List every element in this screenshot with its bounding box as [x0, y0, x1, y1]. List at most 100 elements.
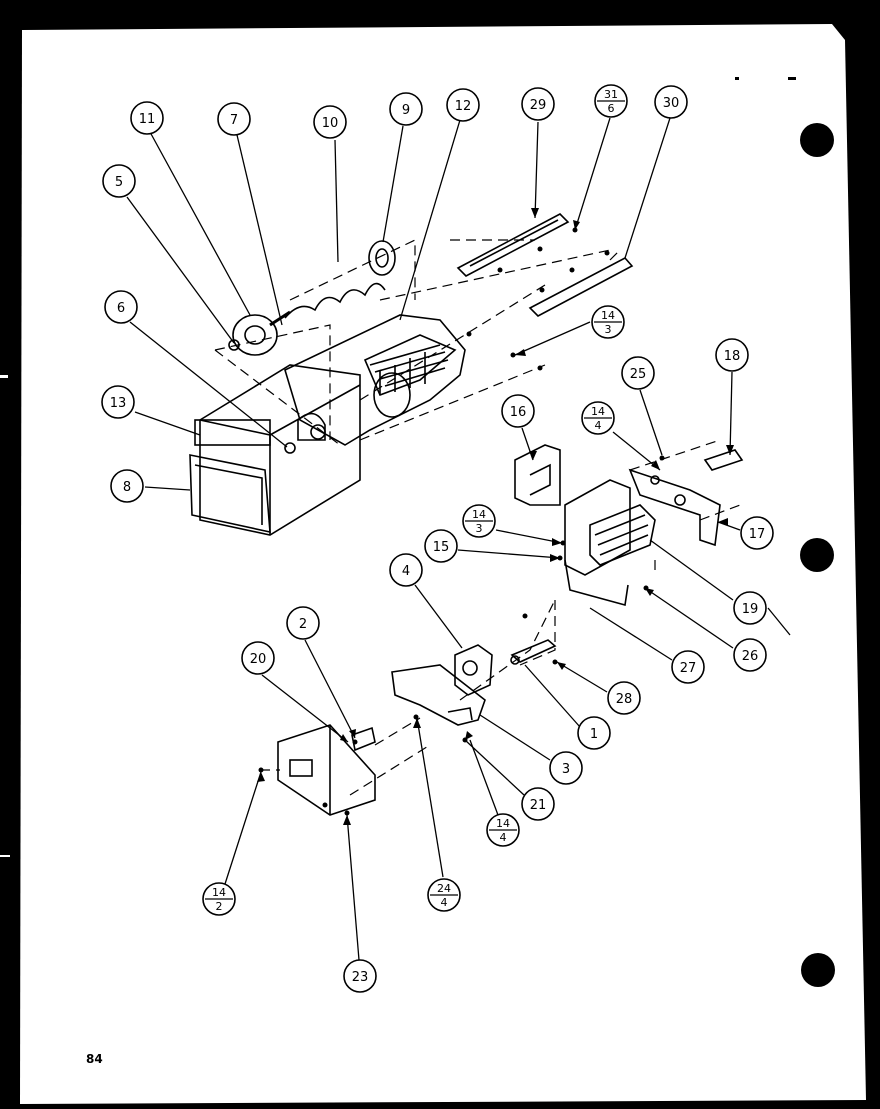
leader-line: [644, 587, 734, 649]
leader-line: [129, 321, 288, 448]
callout-label: 4: [402, 564, 410, 579]
leader-line: [334, 139, 339, 263]
arrow-head: [573, 220, 580, 230]
screw: [322, 802, 328, 808]
mount-hole: [650, 475, 660, 485]
screw: [344, 810, 350, 816]
screw: [552, 659, 558, 665]
binder-hole: [800, 123, 834, 157]
leader-line: [236, 134, 283, 326]
scan-mark: [0, 855, 10, 857]
callout-c26: 26: [733, 638, 767, 672]
assembly-guide: [214, 349, 341, 446]
motor-hub: [462, 660, 478, 676]
fraction-top: 14: [472, 508, 486, 521]
assembly-guide: [629, 439, 721, 471]
ice-bin-edge: [269, 384, 361, 436]
auger-spring: [284, 282, 386, 319]
callout-c11: 11: [130, 101, 164, 135]
fraction-top: 14: [496, 817, 510, 830]
arrow-head: [529, 451, 537, 460]
fraction-bottom: 3: [605, 323, 612, 336]
screw: [522, 613, 528, 619]
leader-line: [556, 661, 608, 693]
fraction-bottom: 4: [595, 419, 602, 432]
leader-line: [624, 117, 671, 259]
screw: [497, 267, 503, 273]
callout-c13: 13: [101, 385, 135, 419]
binder-hole: [801, 953, 835, 987]
screw: [604, 250, 610, 256]
leader-line: [729, 371, 733, 456]
assembly-guide: [379, 249, 611, 301]
shut-off-arm: [564, 559, 629, 607]
callout-label: 5: [115, 175, 123, 190]
leader-line: [134, 411, 201, 436]
chute-opening: [373, 372, 411, 418]
arrow-head: [645, 588, 654, 596]
callout-c17: 17: [740, 516, 774, 550]
callout-c2: 2: [286, 606, 320, 640]
screw: [537, 246, 543, 252]
leader-line: [649, 539, 734, 601]
callout-label: 11: [139, 112, 156, 127]
mold-ribs: [594, 514, 649, 556]
callout-c18: 18: [715, 338, 749, 372]
leader-line: [469, 739, 499, 816]
leader-arrows: [257, 208, 734, 825]
callout-label: 12: [455, 99, 472, 114]
fraction-callout-24-4: 24 4: [427, 878, 461, 912]
fraction-top: 14: [591, 405, 605, 418]
fraction-callout-14-3-mid: 14 3: [462, 504, 496, 538]
auger-housing: [284, 314, 466, 446]
callout-c27: 27: [671, 650, 705, 684]
arrow-head: [531, 208, 539, 218]
leader-line: [414, 584, 463, 649]
leader-line: [346, 814, 360, 961]
leader-line: [464, 739, 525, 796]
callout-c21: 21: [521, 787, 555, 821]
arrow-head: [340, 734, 348, 742]
callout-label: 21: [530, 798, 547, 813]
leader-line: [534, 121, 539, 219]
assembly-guide: [359, 284, 546, 401]
leader-line: [767, 607, 791, 636]
callout-label: 16: [510, 405, 527, 420]
drive-wheel: [232, 314, 278, 356]
screw: [539, 287, 545, 293]
drive-hub: [244, 325, 266, 345]
callout-c28: 28: [607, 681, 641, 715]
lever-pivot: [510, 655, 520, 665]
leader-line: [612, 431, 661, 471]
callout-label: 2: [299, 617, 307, 632]
leader-line: [416, 717, 444, 878]
screw: [560, 540, 566, 546]
callout-c3: 3: [549, 751, 583, 785]
scan-mark: [0, 375, 8, 378]
arrow-head: [465, 731, 473, 740]
screw: [569, 267, 575, 273]
binder-hole: [800, 538, 834, 572]
screw: [537, 365, 543, 371]
callout-label: 10: [322, 116, 339, 131]
callout-c25: 25: [621, 356, 655, 390]
ice-shield: [514, 444, 561, 506]
slide-rail-groove: [469, 219, 559, 267]
fraction-bottom: 4: [441, 896, 448, 909]
callout-label: 13: [110, 396, 127, 411]
fraction-bottom: 4: [500, 831, 507, 844]
callout-c4: 4: [389, 553, 423, 587]
callout-c1: 1: [577, 716, 611, 750]
speck: [735, 77, 739, 80]
fraction-bottom: 6: [608, 102, 615, 115]
parts-line-art: [189, 213, 744, 816]
callout-label: 3: [562, 762, 570, 777]
arrow-head: [557, 662, 566, 670]
leader-line: [574, 117, 611, 231]
icemaker-bracket: [564, 479, 631, 576]
screw: [352, 739, 358, 745]
leader-line: [126, 196, 235, 344]
mounting-bracket: [391, 664, 486, 726]
